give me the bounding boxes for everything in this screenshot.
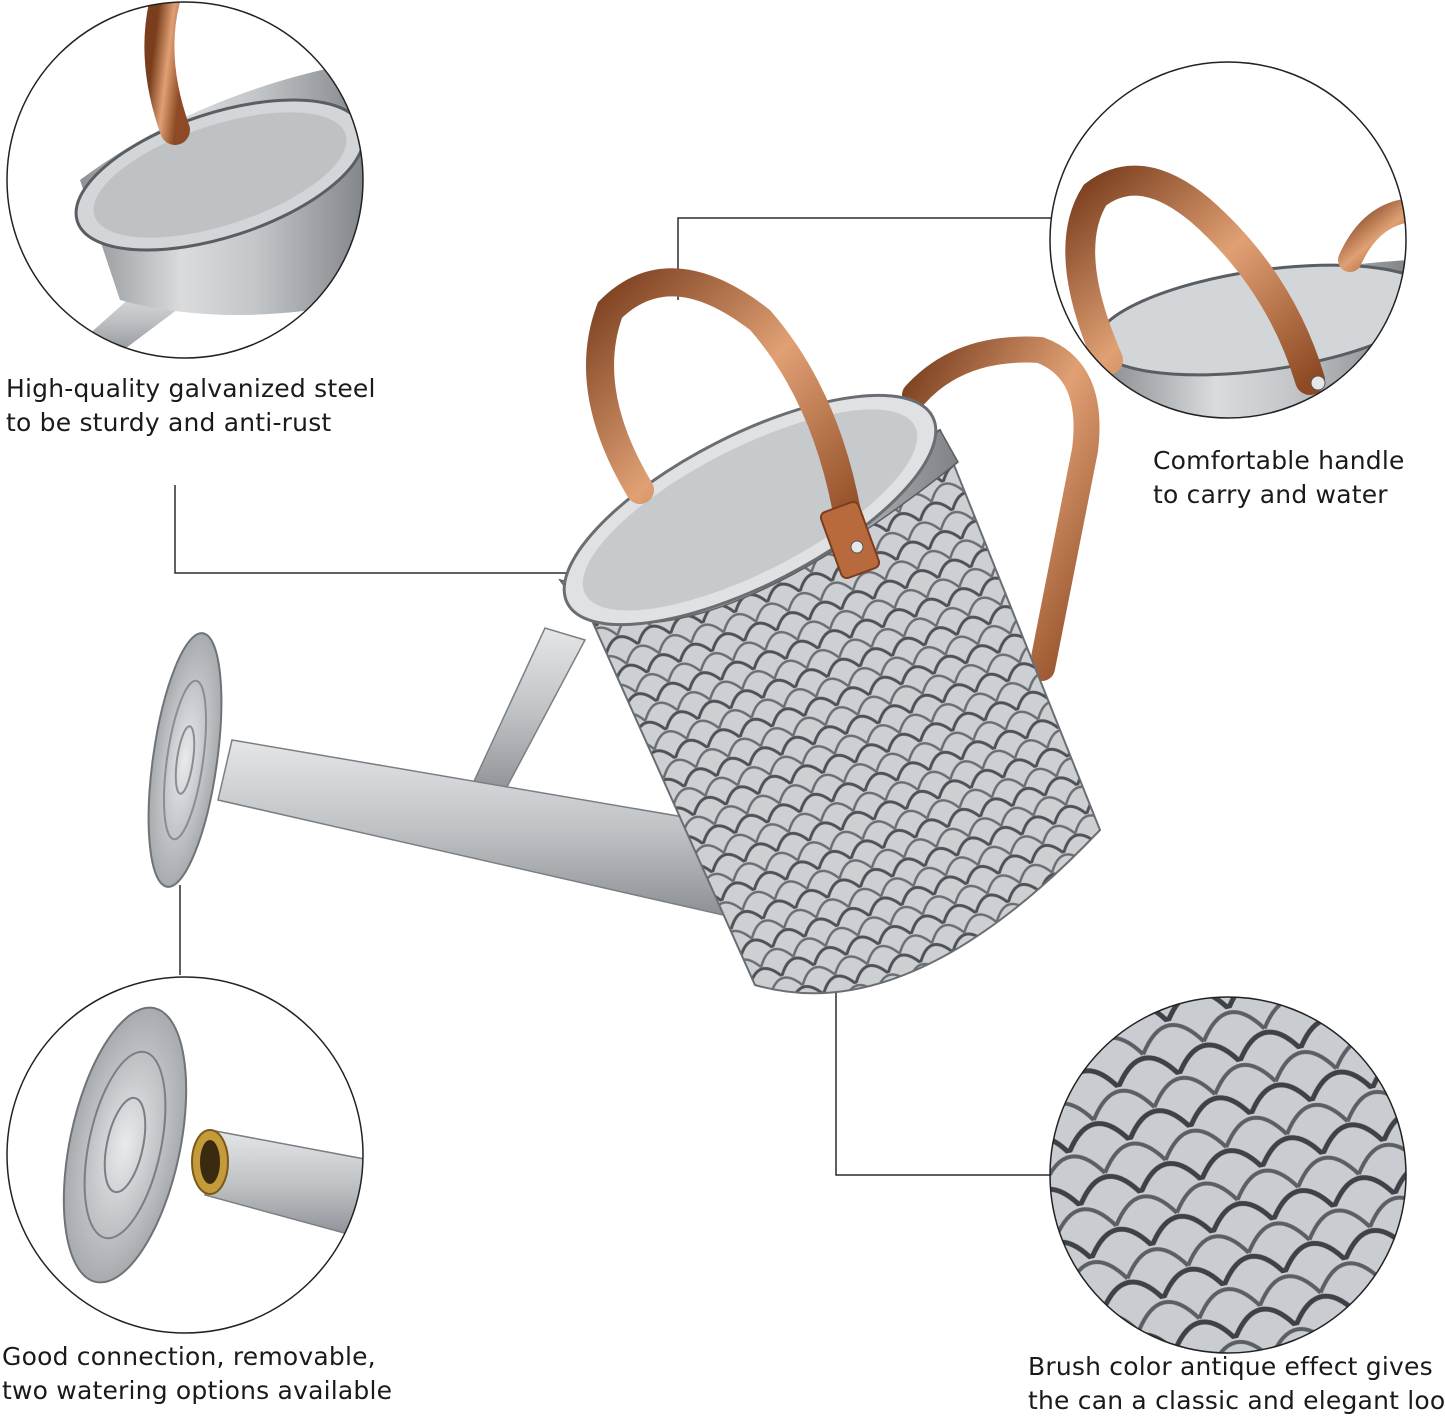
caption-line: to carry and water (1153, 480, 1388, 509)
caption-line: High-quality galvanized steel (6, 374, 376, 403)
detail-antique-finish (1049, 996, 1407, 1354)
caption-galvanized-steel: High-quality galvanized steel to be stur… (6, 372, 376, 440)
watering-can (147, 268, 1102, 995)
caption-antique-finish: Brush color antique effect gives the can… (1028, 1350, 1445, 1418)
caption-removable-connection: Good connection, removable, two watering… (2, 1340, 392, 1408)
detail-galvanized-steel (6, 1, 364, 359)
detail-handle (1049, 61, 1407, 419)
caption-line: to be sturdy and anti-rust (6, 408, 332, 437)
caption-line: Comfortable handle (1153, 446, 1405, 475)
caption-line: the can a classic and elegant look (1028, 1386, 1445, 1415)
caption-comfortable-handle: Comfortable handle to carry and water (1153, 444, 1405, 512)
caption-line: two watering options available (2, 1376, 393, 1405)
caption-line: Good connection, removable, (2, 1342, 376, 1371)
detail-removable-rose (6, 976, 364, 1334)
caption-line: Brush color antique effect gives (1028, 1352, 1433, 1381)
